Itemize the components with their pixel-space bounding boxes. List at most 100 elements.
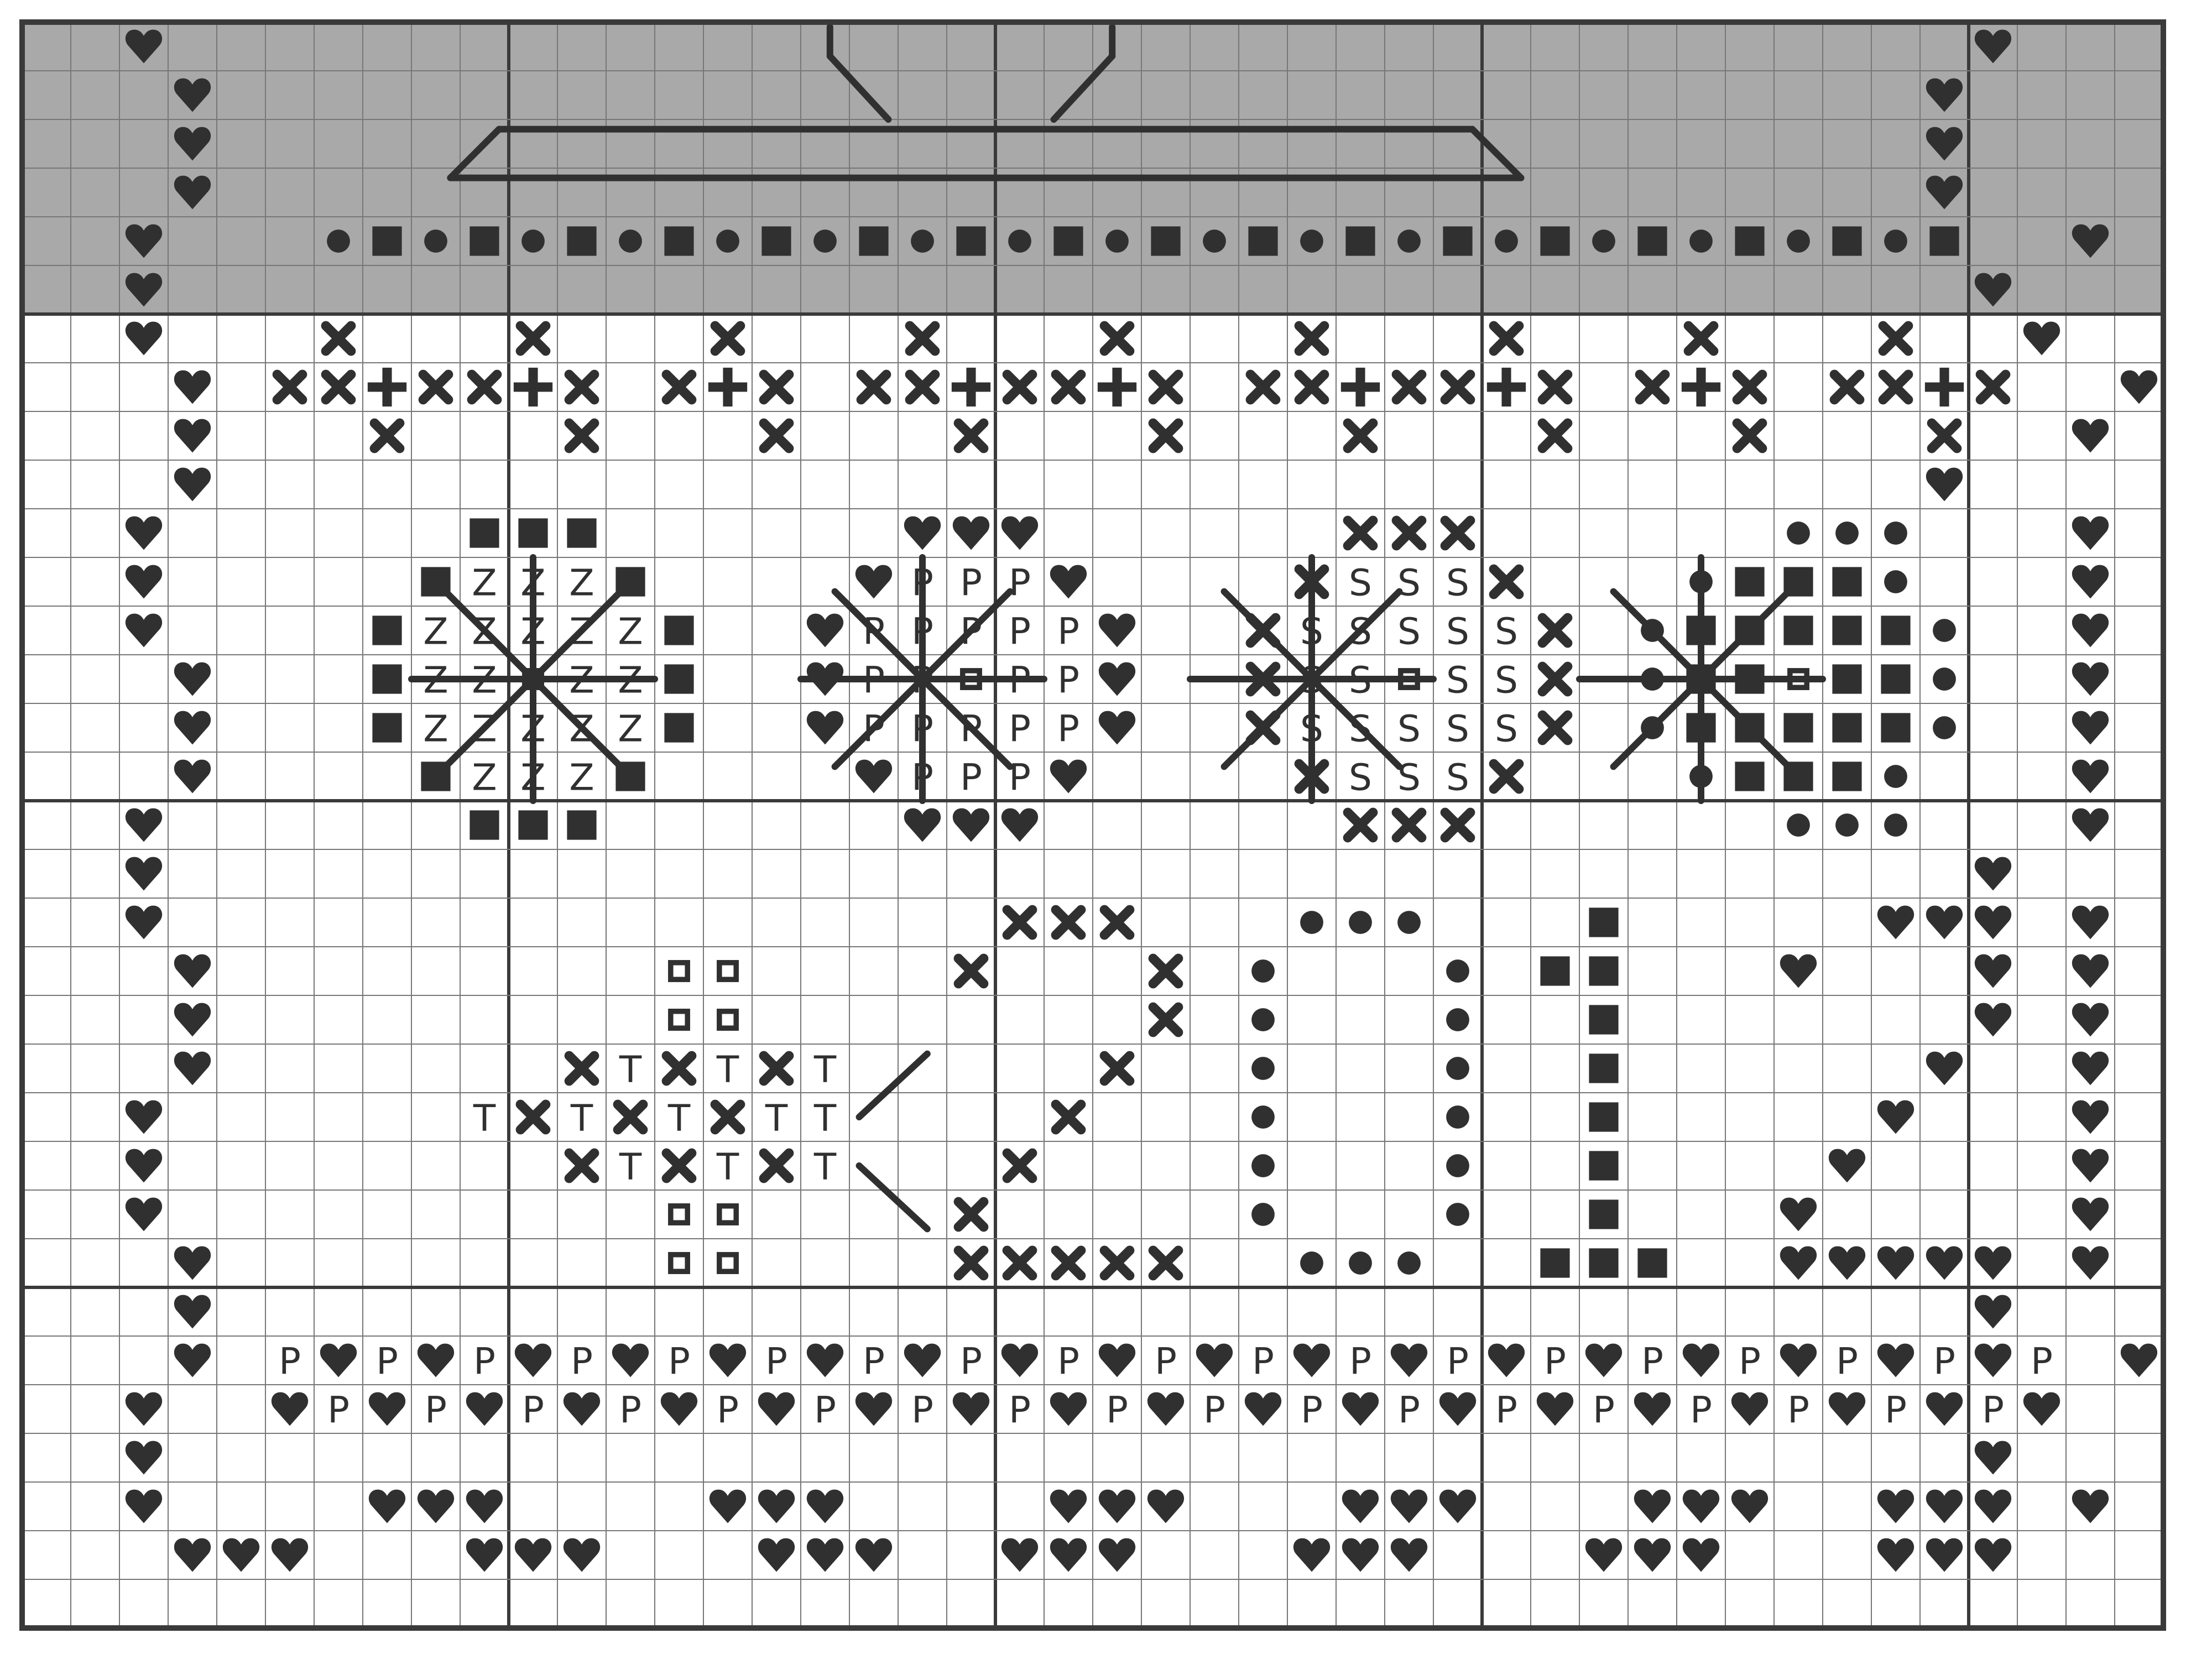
letter-p-symbol: P xyxy=(571,1340,593,1383)
letter-p-symbol: P xyxy=(473,1340,495,1383)
letter-p-symbol: P xyxy=(1057,708,1079,750)
dot-symbol xyxy=(1397,229,1421,253)
letter-p-symbol: P xyxy=(863,1340,885,1383)
dot-symbol xyxy=(424,229,447,253)
letter-p-symbol: P xyxy=(765,1340,787,1383)
solid-square-symbol xyxy=(470,810,499,839)
dot-symbol xyxy=(1446,1154,1469,1177)
solid-square-symbol xyxy=(1589,956,1618,985)
letter-p-symbol: P xyxy=(279,1340,301,1383)
letter-z-symbol: Z xyxy=(569,756,594,799)
solid-square-symbol xyxy=(1540,956,1569,985)
letter-p-symbol: P xyxy=(376,1340,398,1383)
solid-square-symbol xyxy=(1735,226,1764,255)
solid-square-symbol xyxy=(1589,1248,1618,1277)
dot-symbol xyxy=(1397,1251,1421,1275)
solid-square-symbol xyxy=(664,615,693,645)
dot-symbol xyxy=(1446,959,1469,983)
letter-s-symbol: S xyxy=(1446,708,1469,750)
solid-square-symbol xyxy=(518,810,547,839)
solid-square-symbol xyxy=(1248,226,1277,255)
solid-square-symbol xyxy=(1589,1151,1618,1180)
letter-p-symbol: P xyxy=(1836,1340,1858,1383)
letter-p-symbol: P xyxy=(960,1340,982,1383)
letter-t-symbol: T xyxy=(619,1146,642,1188)
letter-p-symbol: P xyxy=(1057,1340,1079,1383)
letter-t-symbol: T xyxy=(813,1097,837,1140)
letter-s-symbol: S xyxy=(1397,611,1421,653)
solid-square-symbol xyxy=(1589,1199,1618,1229)
dot-symbol xyxy=(1300,911,1323,934)
dot-symbol xyxy=(1787,229,1810,253)
letter-p-symbol: P xyxy=(1203,1389,1225,1432)
letter-p-symbol: P xyxy=(1885,1389,1907,1432)
solid-square-symbol xyxy=(1637,1248,1667,1277)
solid-square-symbol xyxy=(1151,226,1180,255)
letter-p-symbol: P xyxy=(425,1389,447,1432)
solid-square-symbol xyxy=(1881,615,1910,645)
letter-p-symbol: P xyxy=(911,1389,933,1432)
dot-symbol xyxy=(1397,911,1421,934)
letter-p-symbol: P xyxy=(1301,1389,1323,1432)
dot-symbol xyxy=(1446,1008,1469,1031)
dot-symbol xyxy=(1933,619,1956,642)
letter-p-symbol: P xyxy=(960,562,982,604)
solid-square-symbol xyxy=(372,226,401,255)
dot-symbol xyxy=(1251,1057,1275,1080)
letter-t-symbol: T xyxy=(813,1146,837,1188)
solid-square-symbol xyxy=(567,226,596,255)
letter-p-symbol: P xyxy=(1009,611,1031,653)
solid-square-symbol xyxy=(470,226,499,255)
solid-square-symbol xyxy=(518,518,547,547)
solid-square-symbol xyxy=(1735,761,1764,791)
letter-p-symbol: P xyxy=(1982,1389,2004,1432)
letter-s-symbol: S xyxy=(1446,756,1469,799)
letter-p-symbol: P xyxy=(1057,659,1079,702)
solid-square-symbol xyxy=(1589,1005,1618,1034)
solid-square-symbol xyxy=(1881,713,1910,742)
letter-s-symbol: S xyxy=(1397,562,1421,604)
solid-square-symbol xyxy=(567,810,596,839)
dot-symbol xyxy=(1251,1203,1275,1226)
dot-symbol xyxy=(1203,229,1226,253)
dot-symbol xyxy=(1933,716,1956,739)
letter-t-symbol: T xyxy=(619,1048,642,1091)
dot-symbol xyxy=(1008,229,1031,253)
dot-symbol xyxy=(1446,1105,1469,1129)
dot-symbol xyxy=(1300,1251,1323,1275)
solid-square-symbol xyxy=(664,713,693,742)
letter-p-symbol: P xyxy=(960,756,982,799)
letter-p-symbol: P xyxy=(327,1389,349,1432)
dot-symbol xyxy=(1884,765,1907,788)
solid-square-symbol xyxy=(1053,226,1083,255)
dot-symbol xyxy=(813,229,837,253)
solid-square-symbol xyxy=(1540,1248,1569,1277)
dot-symbol xyxy=(1884,229,1907,253)
letter-p-symbol: P xyxy=(1641,1340,1663,1383)
dot-symbol xyxy=(1835,813,1859,837)
dot-symbol xyxy=(1105,229,1129,253)
solid-square-symbol xyxy=(1832,713,1861,742)
solid-square-symbol xyxy=(1881,664,1910,693)
letter-p-symbol: P xyxy=(1495,1389,1517,1432)
dot-symbol xyxy=(911,229,934,253)
letter-p-symbol: P xyxy=(1009,562,1031,604)
letter-t-symbol: T xyxy=(570,1097,593,1140)
dot-symbol xyxy=(1787,521,1810,545)
solid-square-symbol xyxy=(1540,226,1569,255)
letter-p-symbol: P xyxy=(1349,1340,1371,1383)
dot-symbol xyxy=(1689,229,1713,253)
letter-z-symbol: Z xyxy=(472,756,497,799)
letter-s-symbol: S xyxy=(1495,708,1518,750)
solid-square-symbol xyxy=(1783,713,1813,742)
letter-p-symbol: P xyxy=(1593,1389,1615,1432)
letter-p-symbol: P xyxy=(619,1389,641,1432)
letter-s-symbol: S xyxy=(1446,562,1469,604)
letter-z-symbol: Z xyxy=(472,562,497,604)
letter-s-symbol: S xyxy=(1349,562,1372,604)
solid-square-symbol xyxy=(1443,226,1472,255)
letter-z-symbol: Z xyxy=(423,611,448,653)
letter-p-symbol: P xyxy=(1106,1389,1128,1432)
letter-p-symbol: P xyxy=(1155,1340,1177,1383)
